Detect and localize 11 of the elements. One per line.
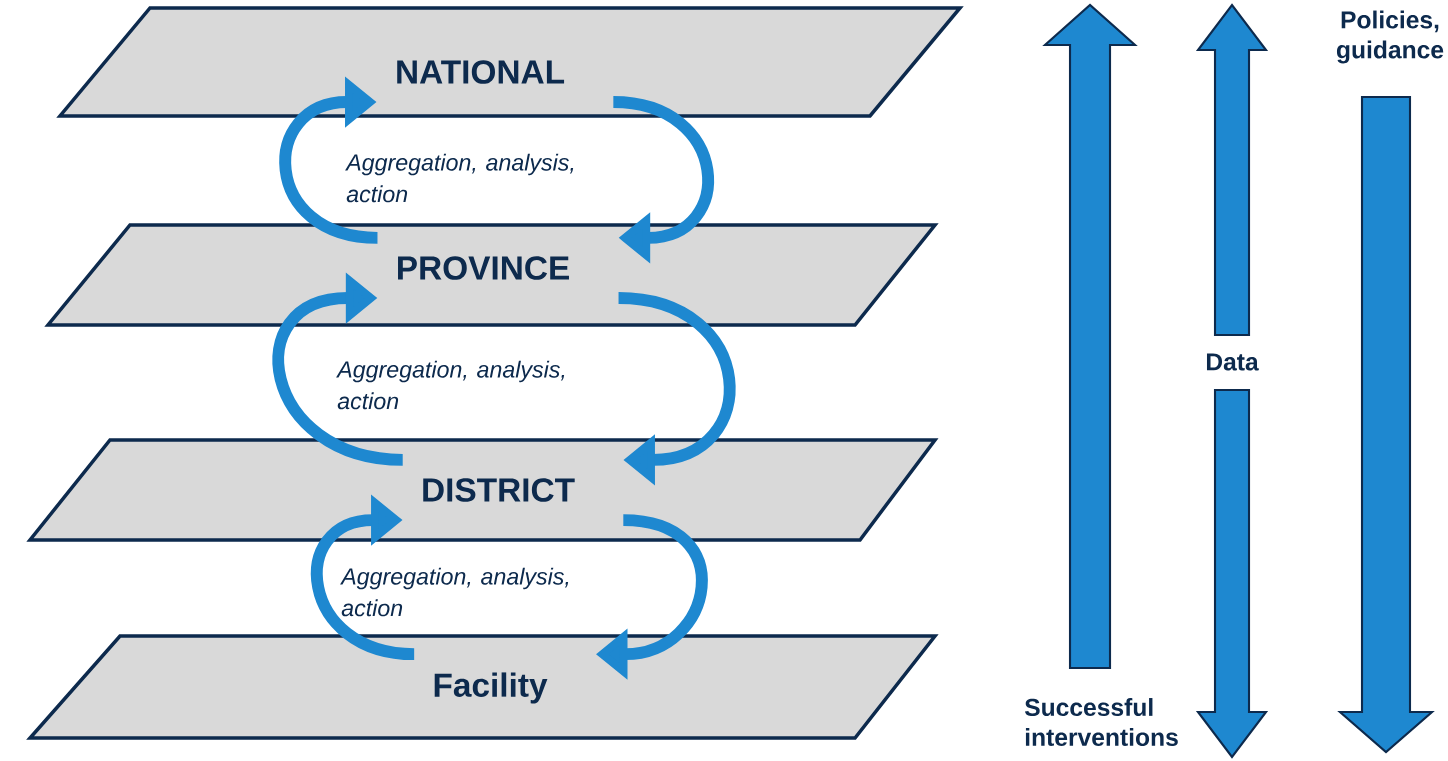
arrow-label: Policies, guidance <box>1336 10 1444 64</box>
curved-arrow <box>617 292 736 486</box>
curved-arrow <box>279 76 379 244</box>
curved-arrow <box>272 272 404 466</box>
arrow-label: Data <box>1207 353 1259 371</box>
annotation-text: Aggregation, analysis, action <box>336 360 565 410</box>
annotation-text: Aggregation, analysis, action <box>340 567 569 617</box>
curved-arrow <box>311 494 415 661</box>
annotation-text: Aggregation, analysis, action <box>345 153 574 203</box>
arrow-label: Successful interventions <box>1024 698 1178 746</box>
curved-arrow <box>612 96 714 264</box>
